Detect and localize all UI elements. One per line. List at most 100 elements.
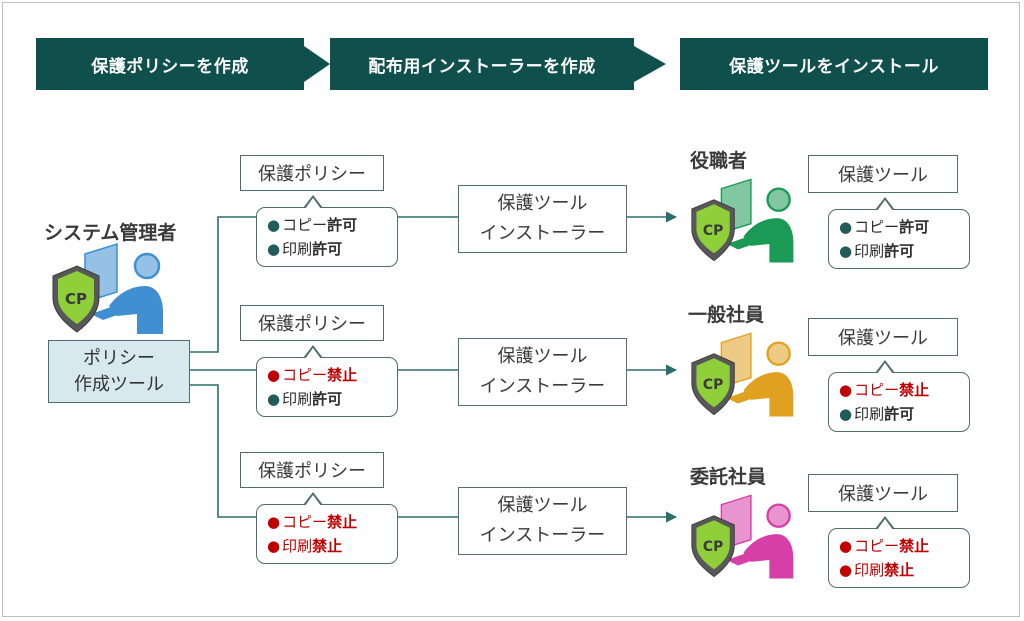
print-line: ●印刷許可: [267, 237, 397, 261]
print-line: ●印刷許可: [267, 387, 397, 411]
step-3-bar: 保護ツールをインストール: [680, 38, 988, 90]
print-value: 許可: [312, 240, 343, 258]
status-dot-icon: ●: [267, 240, 281, 258]
print-label: 印刷: [854, 561, 885, 579]
copy-label: コピー: [854, 537, 900, 555]
step-1-label: 保護ポリシーを作成: [91, 56, 249, 77]
print-value: 許可: [884, 405, 915, 423]
step-2-label: 配布用インストーラーを作成: [368, 56, 596, 77]
copy-label: コピー: [282, 513, 328, 531]
installer-line2: インストーラー: [479, 376, 606, 397]
policy-tag-contract: 保護ポリシー: [240, 452, 384, 488]
admin-label: システム管理者: [44, 222, 177, 244]
print-label: 印刷: [854, 405, 885, 423]
status-dot-icon: ●: [839, 537, 853, 555]
print-value: 許可: [312, 390, 343, 408]
copy-label: コピー: [854, 218, 900, 236]
tool-tag-label: 保護ツール: [838, 328, 928, 349]
step-2-bar: 配布用インストーラーを作成: [330, 38, 634, 90]
copy-line: ●コピー禁止: [267, 510, 397, 534]
policy-bubble-contract: ●コピー禁止 ●印刷禁止: [256, 492, 398, 564]
copy-label: コピー: [282, 366, 328, 384]
tool-bubble-contract: ●コピー禁止 ●印刷禁止: [828, 516, 970, 588]
copy-value: 許可: [327, 216, 358, 234]
svg-text:CP: CP: [65, 290, 87, 308]
copy-line: ●コピー禁止: [267, 363, 397, 387]
recipient-label-contract: 委託社員: [690, 466, 767, 488]
print-value: 禁止: [312, 537, 343, 555]
tool-tag-contract: 保護ツール: [808, 474, 958, 512]
admin-person-icon: CP: [52, 242, 163, 334]
installer-box-general: 保護ツール インストーラー: [458, 338, 627, 406]
copy-value: 禁止: [327, 513, 358, 531]
installer-line1: 保護ツール: [497, 346, 588, 367]
copy-value: 許可: [899, 218, 930, 236]
copy-line: ●コピー禁止: [839, 534, 969, 558]
policy-tag-label: 保護ポリシー: [258, 164, 366, 185]
step-1-arrow-icon: [304, 46, 330, 82]
copy-value: 禁止: [899, 537, 930, 555]
status-dot-icon: ●: [839, 561, 853, 579]
tool-tag-executive: 保護ツール: [808, 155, 958, 193]
copy-line: ●コピー禁止: [839, 378, 969, 402]
general-person-icon: CP: [691, 332, 794, 417]
status-dot-icon: ●: [839, 405, 853, 423]
policy-bubble-executive: ●コピー許可 ●印刷許可: [256, 195, 398, 267]
step-2-arrow-icon: [634, 46, 666, 82]
print-label: 印刷: [854, 242, 885, 260]
svg-text:CP: CP: [703, 377, 723, 393]
installer-line2: インストーラー: [479, 525, 606, 546]
installer-box-executive: 保護ツール インストーラー: [458, 185, 627, 253]
tool-bubble-general: ●コピー禁止 ●印刷許可: [828, 360, 970, 432]
policy-tag-general: 保護ポリシー: [240, 305, 384, 341]
tool-tag-general: 保護ツール: [808, 318, 958, 356]
branch-line-1: [190, 216, 256, 353]
contract-person-icon: CP: [691, 494, 794, 579]
policy-tag-executive: 保護ポリシー: [240, 155, 384, 191]
policy-bubble-general: ●コピー禁止 ●印刷許可: [256, 345, 398, 417]
policy-creation-tool: ポリシー 作成ツール: [48, 340, 190, 403]
print-line: ●印刷許可: [839, 239, 969, 263]
policy-tag-label: 保護ポリシー: [258, 314, 366, 335]
svg-text:CP: CP: [703, 539, 723, 555]
status-dot-icon: ●: [839, 218, 853, 236]
copy-line: ●コピー許可: [267, 213, 397, 237]
copy-label: コピー: [854, 381, 900, 399]
status-dot-icon: ●: [839, 242, 853, 260]
print-label: 印刷: [282, 537, 313, 555]
svg-text:CP: CP: [703, 223, 723, 239]
print-label: 印刷: [282, 240, 313, 258]
installer-line2: インストーラー: [479, 223, 606, 244]
print-label: 印刷: [282, 390, 313, 408]
print-value: 禁止: [884, 561, 915, 579]
print-value: 許可: [884, 242, 915, 260]
step-1-bar: 保護ポリシーを作成: [36, 38, 304, 90]
recipient-label-general: 一般社員: [688, 304, 765, 326]
status-dot-icon: ●: [267, 537, 281, 555]
policy-tool-line1: ポリシー: [83, 347, 155, 369]
status-dot-icon: ●: [839, 381, 853, 399]
installer-box-contract: 保護ツール インストーラー: [458, 487, 627, 555]
copy-label: コピー: [282, 216, 328, 234]
tool-bubble-executive: ●コピー許可 ●印刷許可: [828, 197, 970, 269]
installer-line1: 保護ツール: [497, 193, 588, 214]
recipient-label-executive: 役職者: [690, 150, 748, 172]
tool-tag-label: 保護ツール: [838, 484, 928, 505]
status-dot-icon: ●: [267, 216, 281, 234]
print-line: ●印刷禁止: [267, 534, 397, 558]
status-dot-icon: ●: [267, 513, 281, 531]
branch-line-3: [190, 384, 256, 518]
copy-value: 禁止: [327, 366, 358, 384]
print-line: ●印刷許可: [839, 402, 969, 426]
installer-line1: 保護ツール: [497, 495, 588, 516]
step-3-label: 保護ツールをインストール: [729, 56, 939, 77]
status-dot-icon: ●: [267, 366, 281, 384]
executive-person-icon: CP: [691, 178, 794, 263]
policy-tool-line2: 作成ツール: [74, 373, 164, 395]
tool-tag-label: 保護ツール: [838, 165, 928, 186]
print-line: ●印刷禁止: [839, 558, 969, 582]
status-dot-icon: ●: [267, 390, 281, 408]
